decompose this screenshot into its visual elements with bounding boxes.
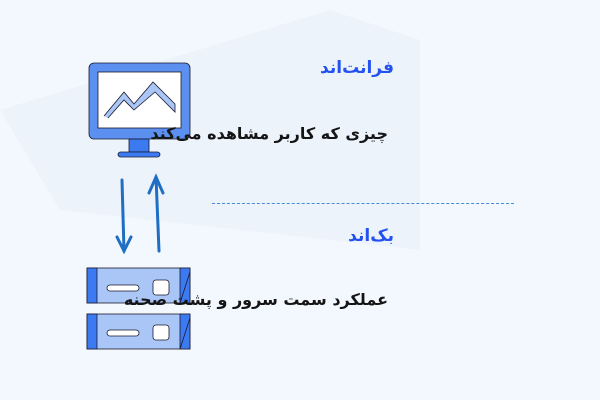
monitor-icon [88, 62, 191, 158]
arrow-up-icon [147, 173, 165, 253]
frontend-title: فرانت‌اند [320, 58, 394, 78]
backend-title: بک‌اند [348, 226, 394, 246]
arrow-down-icon [115, 178, 133, 255]
backend-description: عملکرد سمت سرور و پشت صحنه [123, 290, 388, 309]
server-icon [86, 267, 191, 350]
section-divider [212, 203, 514, 204]
frontend-description: چیزی که کاربر مشاهده می‌کند [150, 124, 388, 143]
